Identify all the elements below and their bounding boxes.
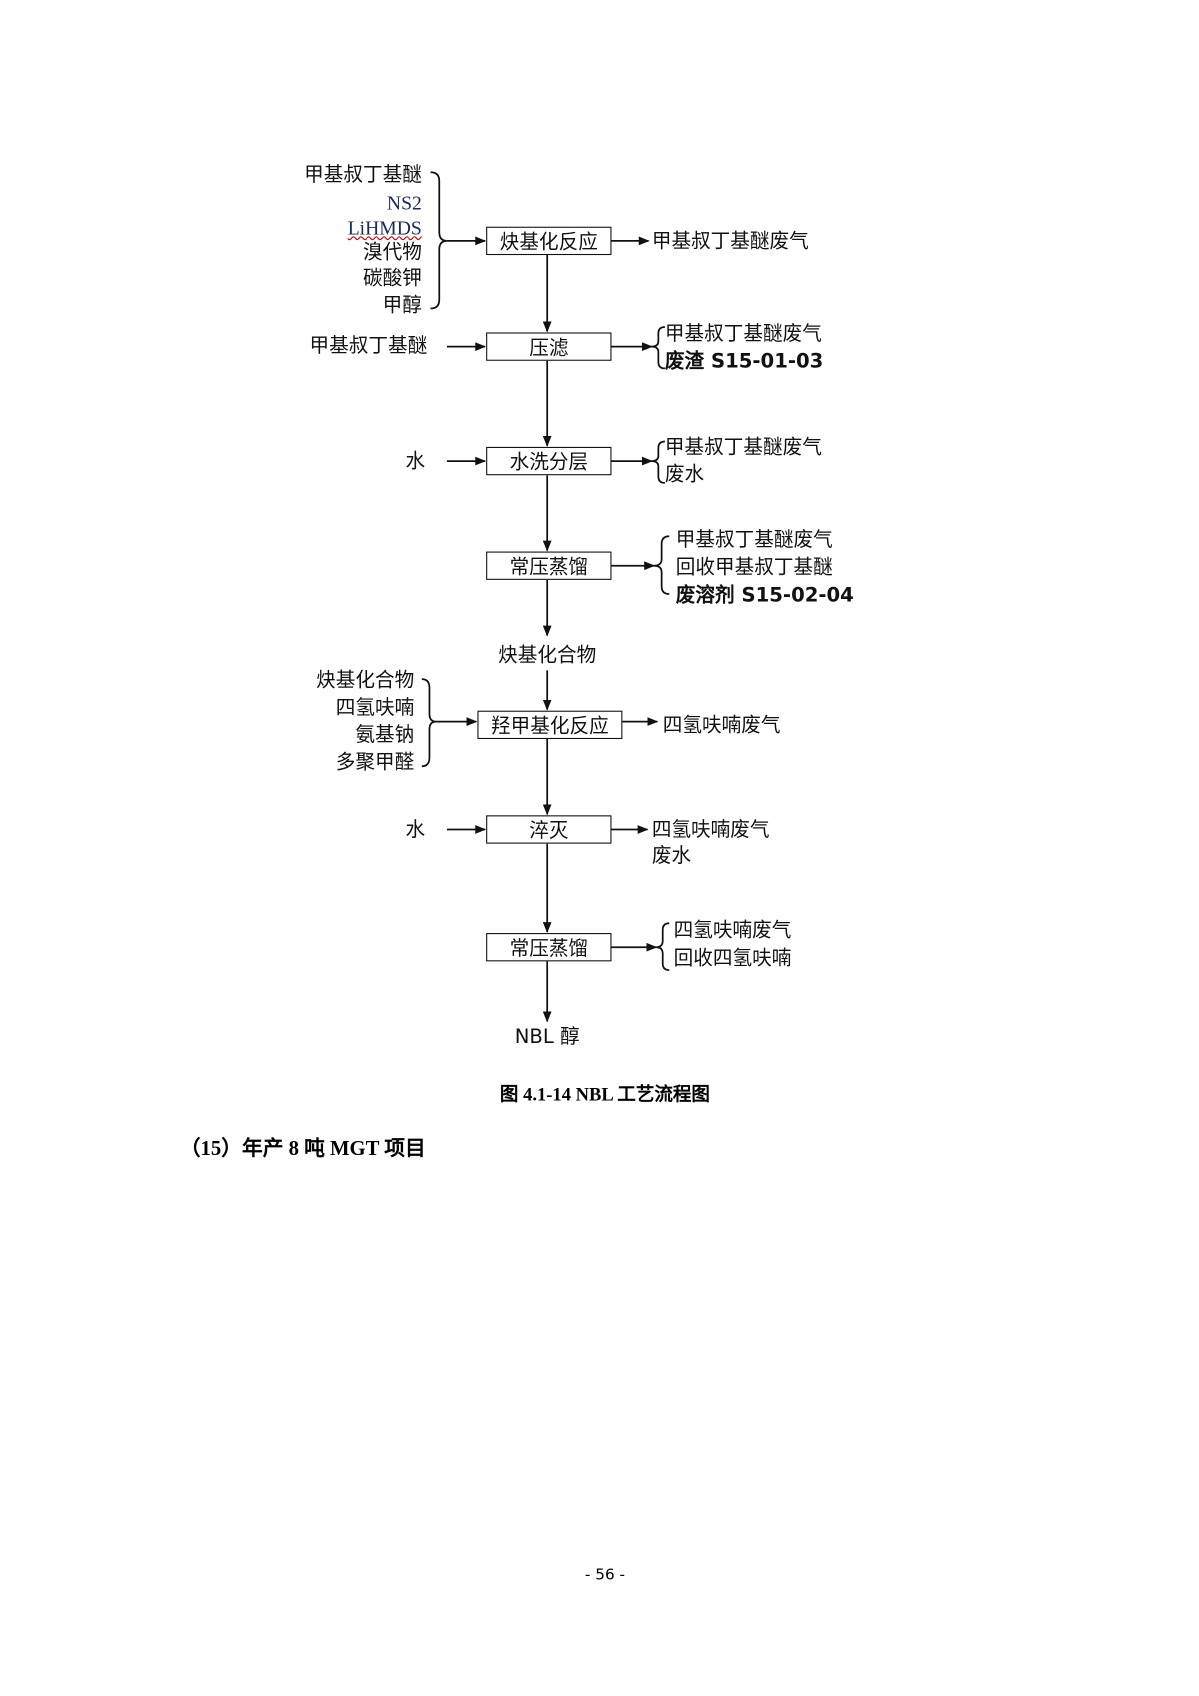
process-label: 常压蒸馏 [509,937,589,961]
input-label: 水 [405,818,426,842]
flowchart-connectors [421,171,670,1023]
output-label: 废水 [651,844,692,868]
process-box-step2: 压滤 [486,332,612,361]
input-label: 炔基化合物 [316,669,415,693]
process-box-step6: 淬灭 [486,815,612,844]
output-label: 四氢呋喃废气 [651,818,770,842]
input-label: NS2 [386,191,422,214]
input-label: 氨基钠 [355,723,415,747]
process-box-step7: 常压蒸馏 [486,933,612,962]
input-label: 多聚甲醛 [335,751,415,774]
input-label: 甲醇 [382,294,422,318]
output-label: 废水 [664,463,705,487]
output-label: 回收四氢呋喃 [673,947,792,971]
brace-inputs1 [430,171,447,310]
output-label: 甲基叔丁基醚废气 [664,322,822,346]
input-label: 四氢呋喃 [335,696,415,720]
output-label: 四氢呋喃废气 [673,918,792,942]
process-label: 压滤 [529,336,569,360]
process-label: 炔基化反应 [499,231,598,254]
page-number: - 56 - [584,1566,626,1584]
process-box-step5: 羟甲基化反应 [477,710,623,740]
output-label: 甲基叔丁基醚废气 [651,229,809,253]
section-heading: （15）年产 8 吨 MGT 项目 [179,1137,426,1161]
brace-inputs5 [421,678,437,768]
input-label: LiHMDS [347,216,422,239]
output-label: 四氢呋喃废气 [662,713,781,737]
process-box-step3: 水洗分层 [486,446,612,476]
figure-caption: 图 4.1-14 NBL 工艺流程图 [499,1084,710,1105]
process-label: 常压蒸馏 [509,555,589,579]
input-label: 溴代物 [362,240,422,264]
input-label: 甲基叔丁基醚 [304,163,422,187]
intermediate-label: 炔基化合物 [498,644,597,668]
process-box-step4: 常压蒸馏 [486,551,612,580]
output-label: 甲基叔丁基醚废气 [664,436,822,459]
output-label: 甲基叔丁基醚废气 [675,528,833,552]
process-label: 羟甲基化反应 [491,715,609,738]
input-label: 甲基叔丁基醚 [309,334,428,358]
process-label: 淬灭 [529,819,569,843]
process-box-step1: 炔基化反应 [486,226,612,256]
output-label-solid-waste: 废溶剂 S15-02-04 [675,584,854,608]
output-label: 回收甲基叔丁基醚 [675,555,833,579]
product-label: NBL 醇 [514,1025,580,1049]
process-label: 水洗分层 [509,451,589,475]
input-label: 碳酸钾 [362,267,422,290]
output-label-solid-waste: 废渣 S15-01-03 [664,349,824,373]
input-label: 水 [405,450,426,474]
